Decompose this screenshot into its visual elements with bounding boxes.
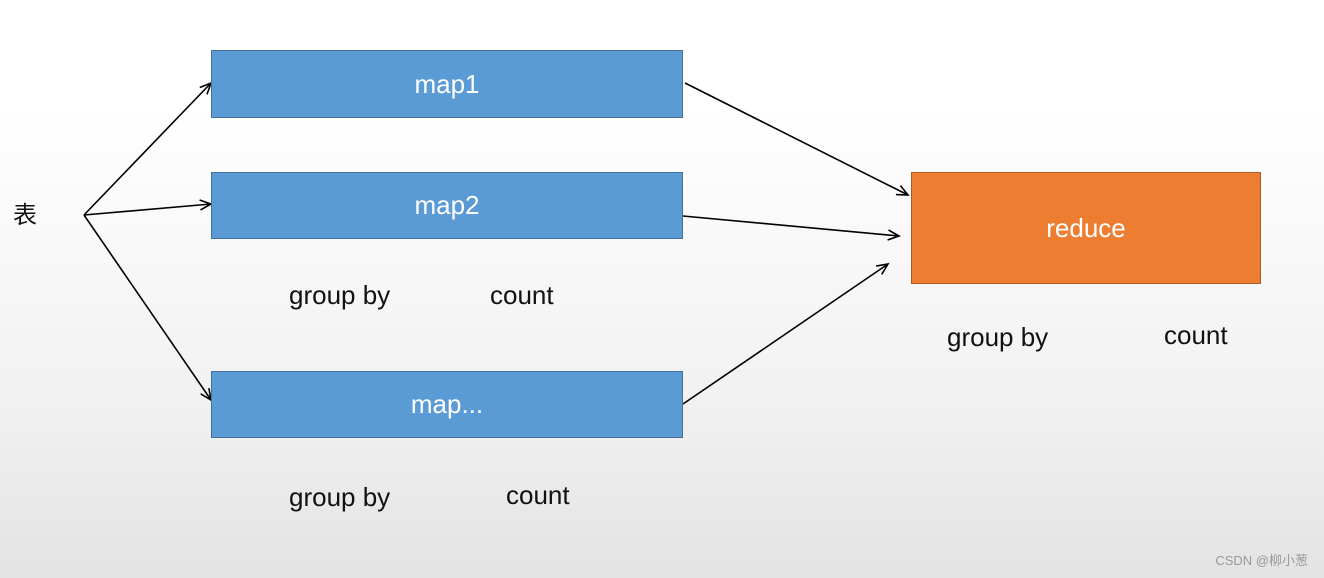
edge-source-to-map2 bbox=[83, 199, 213, 216]
map3-label: map... bbox=[410, 389, 484, 419]
map2-node: map2 bbox=[211, 172, 683, 239]
reduce-node: reduce bbox=[911, 172, 1261, 284]
map3-group-by-label: group by bbox=[289, 482, 391, 512]
map1-label: map1 bbox=[414, 68, 480, 99]
edge-map3-to-reduce bbox=[682, 262, 890, 405]
reduce-label: reduce bbox=[1046, 212, 1126, 243]
map2-label: map2 bbox=[414, 190, 480, 220]
map2-count-label: count bbox=[490, 280, 554, 310]
edge-map1-to-reduce bbox=[684, 82, 910, 196]
source-table-label: 表 bbox=[13, 201, 37, 229]
edge-source-to-map1 bbox=[83, 81, 213, 216]
watermark: CSDN @柳小葱 bbox=[1215, 553, 1308, 568]
edge-map2-to-reduce bbox=[682, 215, 901, 241]
map3-node: map... bbox=[211, 371, 683, 438]
edge-source-to-map3 bbox=[83, 214, 213, 402]
map2-group-by-label: group by bbox=[289, 280, 391, 310]
map1-node: map1 bbox=[211, 50, 683, 118]
reduce-count-label: count bbox=[1164, 320, 1228, 350]
map3-count-label: count bbox=[506, 480, 570, 510]
reduce-group-by-label: group by bbox=[947, 322, 1049, 352]
